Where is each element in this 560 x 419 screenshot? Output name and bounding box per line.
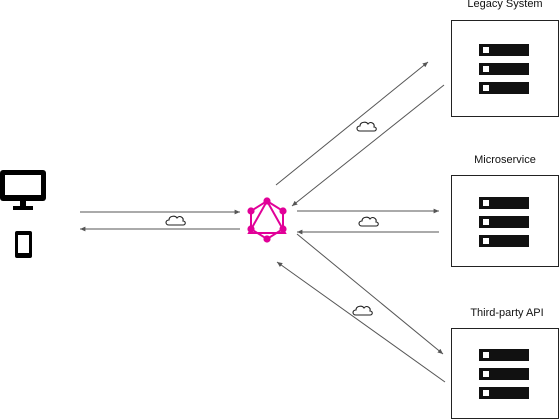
- label-third-party-api: Third-party API: [470, 307, 544, 319]
- cloud-icon: [165, 215, 186, 226]
- cloud-icon: [352, 305, 373, 316]
- server-rack-icon: [479, 44, 529, 94]
- label-legacy-system: Legacy System: [467, 0, 543, 10]
- server-rack-icon: [479, 197, 529, 247]
- hub-third-party-connection: [276, 233, 446, 383]
- cloud-icon: [356, 121, 377, 132]
- client-hub-connection: [80, 209, 240, 232]
- desktop-monitor-icon: [0, 170, 46, 210]
- service-box-microservice: [451, 175, 559, 267]
- label-microservice: Microservice: [474, 154, 536, 166]
- graphql-logo-icon: [247, 197, 287, 243]
- server-rack-icon: [479, 349, 529, 399]
- hub-legacy-connection: [275, 61, 445, 207]
- cloud-icon: [358, 216, 379, 227]
- service-box-third-party-api: [451, 328, 559, 419]
- hub-microservice-connection: [297, 208, 439, 235]
- mobile-phone-icon: [15, 231, 32, 258]
- service-box-legacy-system: [451, 20, 559, 117]
